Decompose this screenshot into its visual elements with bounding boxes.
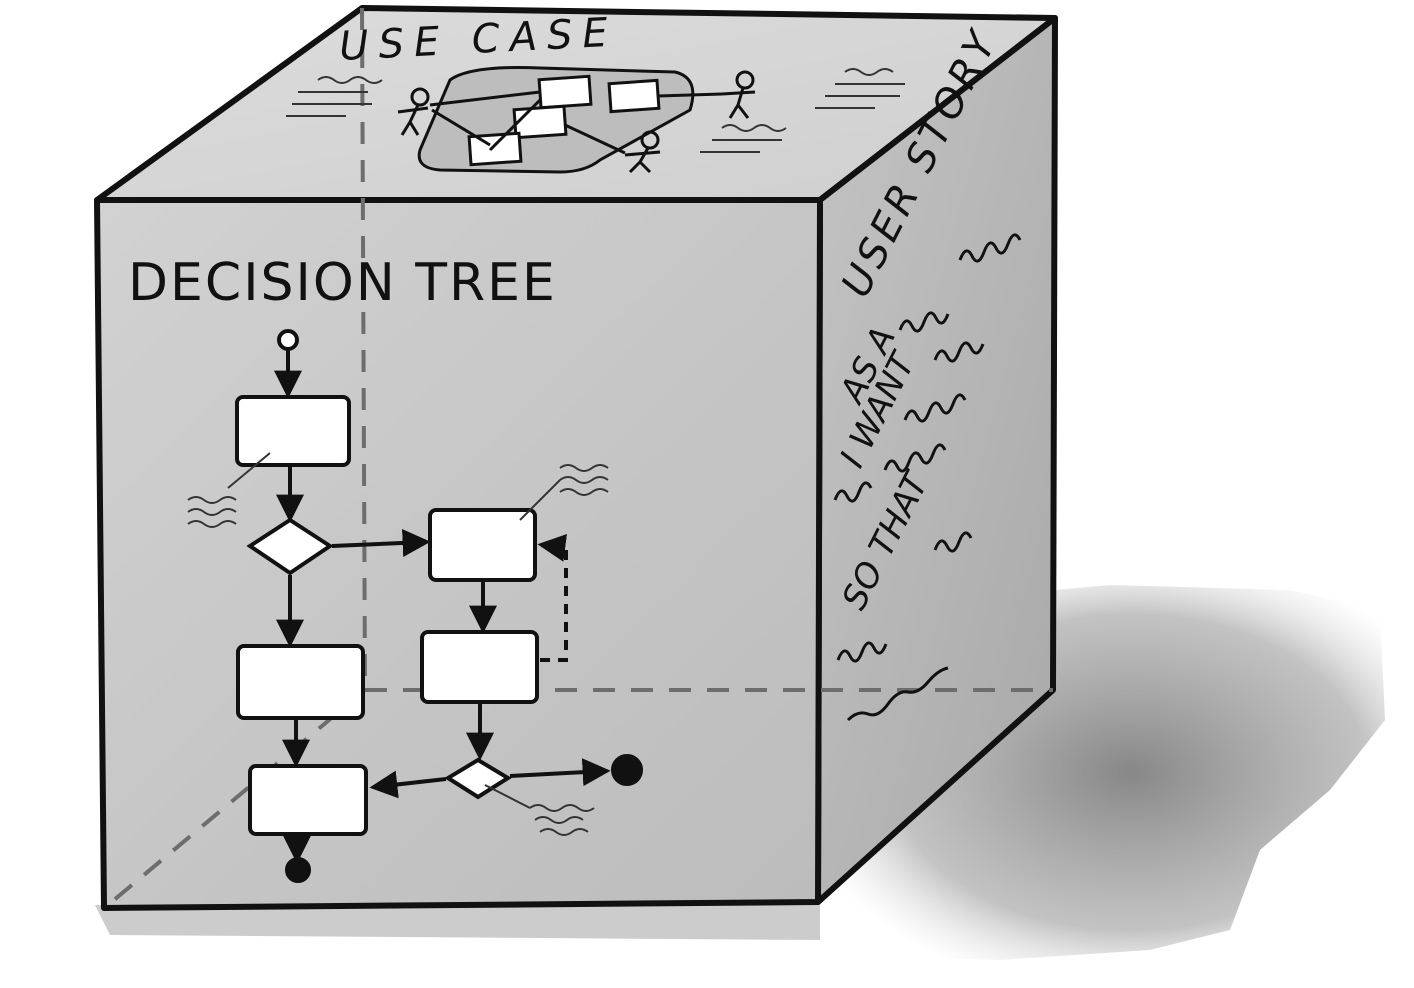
front-face-annotations	[187, 452, 609, 836]
decision-tree	[235, 329, 643, 883]
process-box-1	[235, 395, 351, 467]
process-box-4	[236, 644, 365, 720]
decision-diamond-1	[246, 517, 334, 576]
end-node-bottom	[285, 857, 311, 883]
use-case-diagram	[397, 66, 756, 174]
process-box-3	[420, 630, 539, 704]
front-face-title: DECISION TREE	[128, 253, 557, 313]
decision-diamond-2	[444, 757, 512, 800]
start-node	[277, 329, 299, 351]
end-node-right	[611, 754, 643, 786]
cube-base-shadow	[95, 905, 820, 940]
process-box-2	[428, 508, 537, 582]
process-box-5	[248, 764, 368, 836]
top-face-scribbles	[286, 68, 905, 153]
user-story-scribbles	[833, 233, 1022, 722]
